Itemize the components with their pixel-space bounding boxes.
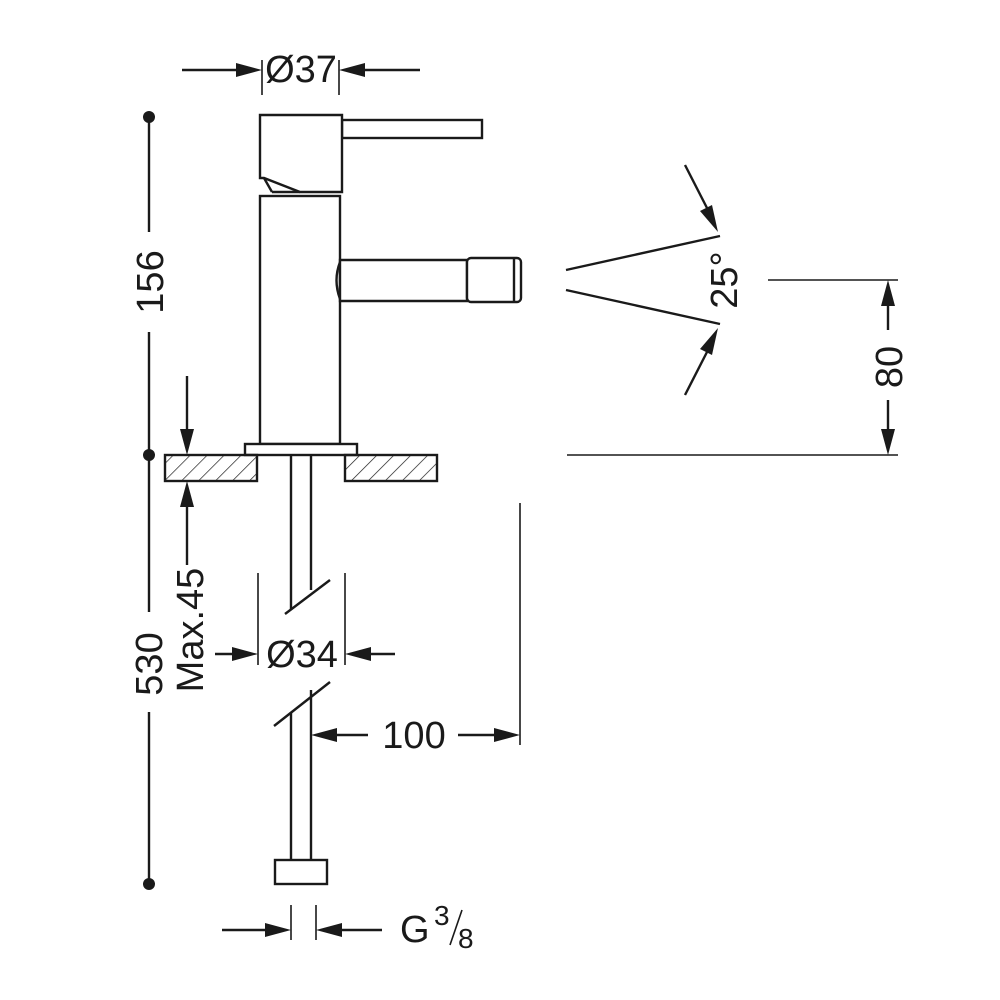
mounting-surface (163, 453, 439, 483)
dimension-body-height: 156 (130, 111, 172, 461)
total-length-label: 530 (129, 632, 171, 695)
spray-angle-label: 25° (704, 251, 746, 308)
faucet-body (243, 113, 523, 457)
dimension-total-length: 530 (129, 455, 171, 890)
dimension-spout-reach: 100 (311, 503, 521, 757)
dimension-thread: G 3 8 (222, 900, 474, 954)
thread-label: G (400, 909, 430, 951)
spout-reach-label: 100 (382, 715, 445, 757)
dimension-dot-bottom (143, 878, 155, 890)
dimension-spray-angle: 25° (565, 164, 746, 396)
base-flange (243, 442, 359, 457)
thread-numerator: 3 (434, 900, 450, 931)
body-height-label: 156 (130, 250, 172, 313)
spray-line-lower (565, 288, 721, 326)
dimension-top-diameter: Ø37 (182, 49, 420, 95)
max-thickness-label: Max.45 (170, 568, 212, 693)
thread-fraction-slash (449, 909, 463, 946)
dimension-spout-height: 80 (567, 279, 911, 456)
top-diameter-label: Ø37 (265, 49, 337, 91)
connector-nut (273, 858, 329, 886)
handle-lever (340, 118, 484, 140)
counter-left-section (163, 453, 259, 483)
dimension-max-thickness: Max.45 (170, 376, 212, 692)
pipe-diameter-label: Ø34 (266, 634, 338, 676)
counter-right-section (343, 453, 439, 483)
aerator (465, 256, 523, 304)
thread-denominator: 8 (458, 923, 474, 954)
spray-line-upper (565, 234, 721, 272)
main-column (258, 194, 342, 446)
supply-pipe (273, 455, 331, 886)
spout-height-label: 80 (869, 346, 911, 388)
pipe-break-mark-lower (273, 681, 331, 727)
pipe-break-mark-upper (284, 579, 331, 615)
dimension-pipe-diameter: Ø34 (215, 573, 395, 676)
spout (338, 258, 469, 303)
cartridge-cap (258, 113, 344, 194)
